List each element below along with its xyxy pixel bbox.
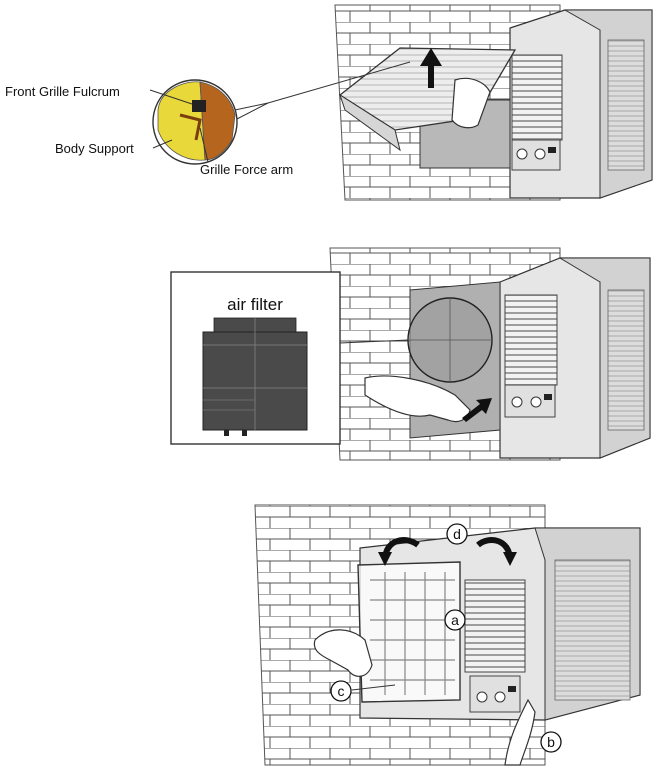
left-hand-icon	[313, 629, 373, 677]
arrowhead	[503, 552, 517, 566]
svg-text:a: a	[451, 612, 459, 628]
leader-line	[339, 339, 409, 344]
knob-icon	[530, 396, 542, 408]
knob-icon	[476, 691, 488, 703]
louver	[504, 294, 558, 386]
lift-arrow-icon	[420, 48, 442, 88]
switch-icon	[544, 394, 552, 400]
pointer-line	[149, 89, 193, 105]
marker-d: d	[446, 523, 468, 545]
knob-icon	[511, 396, 523, 408]
svg-text:d: d	[453, 526, 461, 542]
hand-icon	[451, 77, 491, 129]
pointer-line	[351, 684, 396, 691]
label-front-grille-fulcrum: Front Grille Fulcrum	[5, 84, 120, 99]
switch-icon	[548, 147, 556, 153]
hand-icon	[364, 375, 471, 423]
marker-c: c	[330, 680, 352, 702]
svg-text:b: b	[547, 734, 555, 750]
marker-b: b	[540, 731, 562, 753]
air-filter-inset: air filter	[170, 271, 341, 445]
pointer-line	[199, 127, 209, 163]
marker-a: a	[444, 609, 466, 631]
knob-icon	[516, 148, 528, 160]
arrowhead	[378, 552, 392, 566]
side-vents	[607, 39, 645, 171]
filter-mesh	[408, 298, 492, 382]
pull-arrow-icon	[462, 398, 492, 422]
label-grille-force-arm: Grille Force arm	[200, 162, 293, 177]
knob-icon	[494, 691, 506, 703]
fulcrum-pivot	[192, 100, 206, 112]
leader-line	[234, 102, 269, 121]
grille-edge	[339, 93, 401, 152]
switch-icon	[508, 686, 516, 692]
right-hand-icon	[504, 698, 536, 766]
label-body-support: Body Support	[55, 141, 134, 156]
fulcrum-detail-callout	[152, 79, 238, 165]
filter-grid	[370, 572, 455, 695]
panel-1-remove-grille: Front Grille Fulcrum Body Support Grille…	[5, 4, 653, 201]
louver	[464, 579, 526, 673]
pointer-line	[152, 139, 173, 149]
side-vents	[607, 289, 645, 431]
panel-2-remove-filter: air filter	[170, 247, 651, 461]
ac-unit	[419, 9, 653, 199]
panel-3-reinstall-grille: a b c d	[254, 504, 641, 766]
knob-icon	[534, 148, 546, 160]
louver	[511, 54, 563, 141]
inset-title: air filter	[227, 295, 283, 314]
side-vents	[554, 559, 631, 701]
svg-text:c: c	[338, 683, 345, 699]
